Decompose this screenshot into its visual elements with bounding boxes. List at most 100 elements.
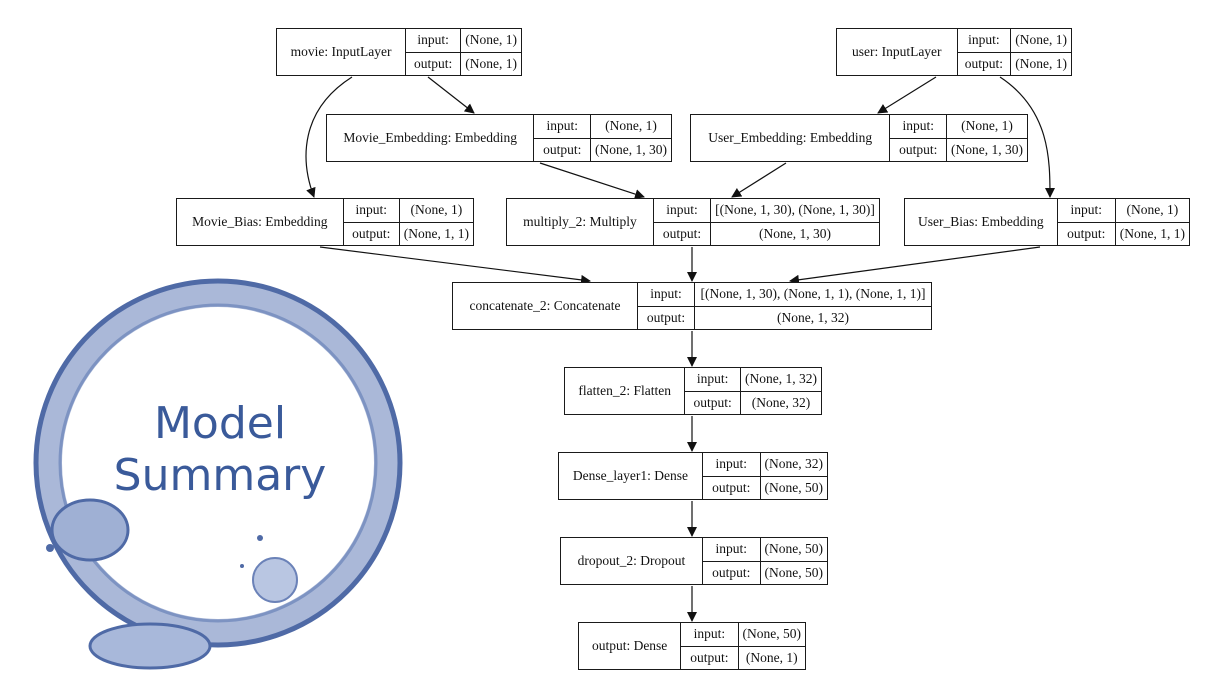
output-shape: (None, 1, 1): [403, 225, 469, 241]
layer-name: concatenate_2: Concatenate: [453, 283, 638, 329]
input-shape: (None, 1, 32): [741, 368, 821, 392]
layer-name: Movie_Embedding: Embedding: [327, 115, 535, 161]
output-shape: (None, 1, 32): [777, 309, 849, 325]
io-values: (None, 32) (None, 50): [760, 453, 827, 499]
io-labels: input: output:: [681, 623, 739, 669]
badge-title-line-1: Model: [153, 398, 287, 449]
input-shape: [(None, 1, 30), (None, 1, 1), (None, 1, …: [695, 283, 931, 307]
layer-name: Movie_Bias: Embedding: [177, 199, 344, 245]
output-shape: (None, 1, 30): [595, 141, 667, 157]
input-shape: (None, 50): [760, 538, 827, 562]
layer-name: output: Dense: [579, 623, 682, 669]
io-values: [(None, 1, 30), (None, 1, 30)] (None, 1, …: [711, 199, 879, 245]
io-values: [(None, 1, 30), (None, 1, 1), (None, 1, …: [695, 283, 931, 329]
edge-movie-to-movie_emb: [427, 76, 475, 114]
layer-name: User_Bias: Embedding: [905, 199, 1058, 245]
layer-name: multiply_2: Multiply: [507, 199, 654, 245]
output-shape: (None, 1, 1): [1119, 225, 1185, 241]
io-values: (None, 1) (None, 1, 30): [591, 115, 671, 161]
output-shape: (None, 1): [465, 55, 517, 71]
output-label: output:: [693, 394, 732, 410]
edge-user_emb-to-multiply: [731, 162, 787, 198]
io-labels: input: output:: [343, 199, 400, 245]
input-label: input:: [957, 29, 1011, 53]
io-values: (None, 1) (None, 1, 30): [947, 115, 1027, 161]
edge-user-to-user_bias: [999, 76, 1055, 198]
badge-title: Model Summary: [60, 398, 380, 502]
badge-title-line-2: Summary: [113, 450, 327, 501]
io-labels: input:output:: [702, 538, 761, 584]
io-values: (None, 1)(None, 1): [461, 29, 521, 75]
input-label: input:: [534, 115, 591, 139]
input-label: input:: [1057, 199, 1115, 223]
output-shape: (None, 1): [1015, 55, 1067, 71]
layer-name: dropout_2: Dropout: [561, 538, 703, 584]
input-shape: (None, 1): [591, 115, 671, 139]
input-label: input:: [638, 283, 694, 307]
layer-name: movie: InputLayer: [277, 29, 407, 75]
output-shape: (None, 32): [751, 394, 811, 410]
input-shape: (None, 1): [947, 115, 1027, 139]
input-shape: (None, 32): [760, 453, 827, 477]
edge-movie-to-movie_bias: [305, 76, 353, 198]
output-label: output:: [690, 649, 729, 665]
output-label: output:: [543, 141, 582, 157]
io-labels: input:output:: [957, 29, 1012, 75]
input-label: input:: [681, 623, 738, 647]
layer-name: Dense_layer1: Dense: [559, 453, 703, 499]
output-label: output:: [662, 225, 702, 241]
io-values: (None, 1) (None, 1, 1): [399, 199, 473, 245]
input-shape: (None, 50): [738, 623, 805, 647]
input-label: input:: [702, 538, 760, 562]
input-label: input:: [406, 29, 461, 53]
input-shape: (None, 1): [1115, 199, 1189, 223]
io-values: (None, 1) (None, 1, 1): [1115, 199, 1189, 245]
output-shape: (None, 1): [745, 649, 798, 665]
io-labels: input: output:: [638, 283, 695, 329]
input-shape: (None, 1): [1011, 29, 1071, 53]
layer-name: flatten_2: Flatten: [565, 368, 686, 414]
edge-movie_emb-to-multiply: [539, 162, 645, 199]
output-label: output:: [1067, 225, 1106, 241]
io-values: (None, 50) (None, 1): [738, 623, 805, 669]
input-label: input:: [343, 199, 399, 223]
input-label: input:: [685, 368, 741, 392]
io-labels: input: output:: [1057, 199, 1116, 245]
io-labels: input: output:: [654, 199, 711, 245]
input-label: input:: [890, 115, 947, 139]
io-values: (None, 1) (None, 1): [1011, 29, 1071, 75]
input-shape: (None, 1): [399, 199, 473, 223]
input-label: input:: [654, 199, 710, 223]
coffee-ring-graphic: [33, 278, 403, 670]
edge-user_bias-to-concat: [789, 246, 1041, 285]
io-labels: input: output:: [685, 368, 742, 414]
output-label: output:: [414, 55, 453, 71]
io-values: (None, 1, 32) (None, 32): [741, 368, 821, 414]
edge-movie_bias-to-concat: [319, 246, 591, 285]
output-label: output:: [646, 309, 686, 325]
input-shape: [(None, 1, 30), (None, 1, 30)]: [711, 199, 879, 223]
layer-name: user: InputLayer: [837, 29, 958, 75]
output-shape: (None, 50): [764, 564, 823, 580]
output-shape: (None, 50): [764, 479, 823, 495]
output-shape: (None, 1, 30): [951, 141, 1023, 157]
io-labels: input: output:: [534, 115, 592, 161]
io-labels: input:output:: [702, 453, 761, 499]
output-shape: (None, 1, 30): [759, 225, 831, 241]
input-label: input:: [702, 453, 760, 477]
edge-user-to-user_emb: [877, 76, 937, 114]
output-label: output:: [352, 225, 391, 241]
